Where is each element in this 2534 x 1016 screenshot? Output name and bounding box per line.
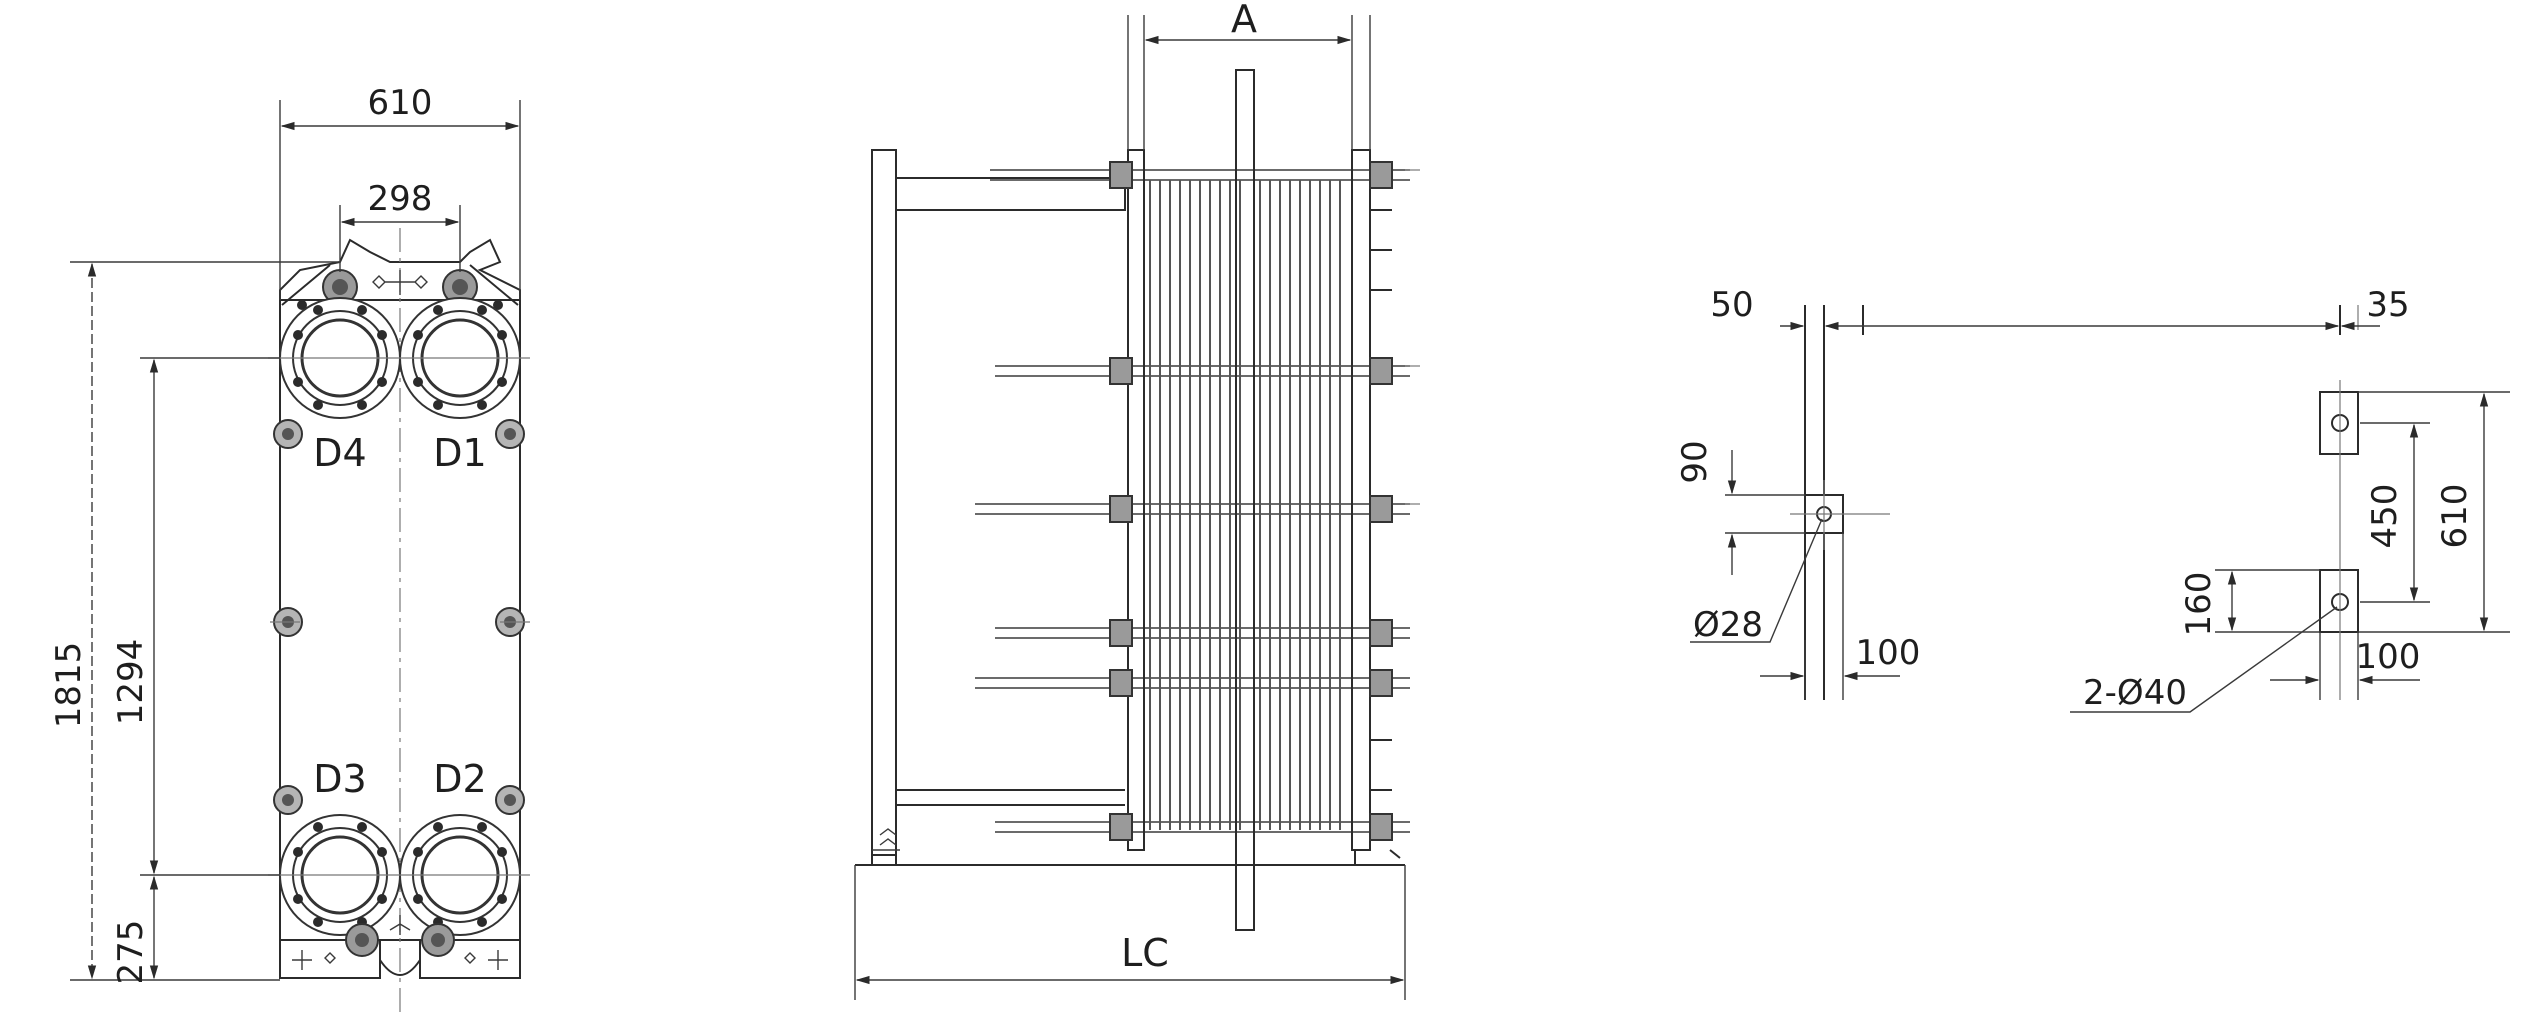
dim-foot-total-label: 610 [2435,484,2475,549]
dim-bottom-label: 275 [111,920,151,985]
front-base [279,940,521,979]
dim-right-offset-label: 35 [2366,285,2409,325]
hole-large-label: 2-Ø40 [2083,673,2187,713]
dim-left-foot-width-label: 100 [1856,633,1921,673]
central-column [1235,69,1255,931]
port-label-d3: D3 [313,757,366,801]
right-foot-plate-top [2319,391,2359,455]
foot-detail: 50 35 90 Ø28 100 450 610 160 [1675,285,2510,713]
port-label-d2: D2 [433,757,486,801]
front-view: D4 D1 D3 D2 610 298 1815 1294 27 [49,83,530,1015]
port-label-d1: D1 [433,431,486,475]
side-view: A LC [854,0,1420,1000]
tie-bolt [495,785,525,815]
pressure-plate [1351,149,1371,851]
tie-bolt [273,785,303,815]
dim-port-spacing-v-label: 1294 [111,639,151,726]
hole-small-label: Ø28 [1693,605,1763,645]
front-frame-outline [279,238,521,935]
dim-left-offset-label: 50 [1710,285,1753,325]
flange-bolt-dots [293,305,507,927]
dim-right-foot-height-label: 160 [2179,572,2219,637]
tie-bolt [273,419,303,449]
dim-foot-height-label: 90 [1675,440,1715,483]
leader-hole-small [1690,518,1823,643]
tie-bolt [495,419,525,449]
dim-port-spacing-h-label: 298 [368,179,433,219]
dim-right-foot-width-label: 100 [2356,637,2421,677]
fixed-frame-post [871,149,897,866]
port-label-d4: D4 [313,431,366,475]
rod-nuts [1109,161,1393,841]
dim-total-height-label: 1815 [49,642,89,729]
dim-hole-spacing-label: 450 [2365,484,2405,549]
dim-lc-label: LC [1121,931,1169,975]
bottom-guide-bar [896,789,1125,806]
right-foot-plate-bottom [2319,569,2359,633]
tie-rods [975,169,1410,833]
dim-front-width-label: 610 [368,83,433,123]
leader-hole-large [2070,606,2338,713]
top-carrying-bar [896,177,1126,211]
plate-pack [1149,180,1341,830]
dim-a-label: A [1231,0,1257,41]
